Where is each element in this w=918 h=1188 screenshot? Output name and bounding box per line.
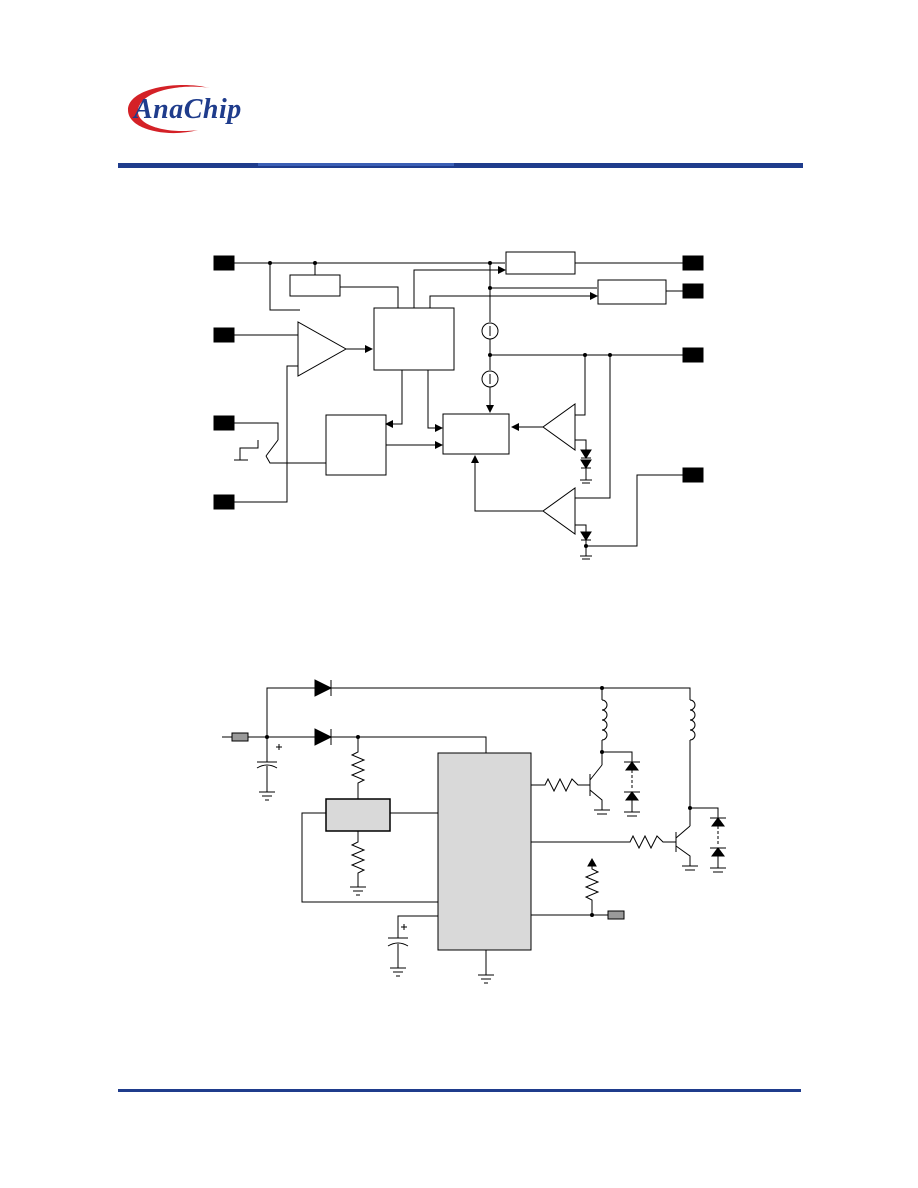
zener-icon [625, 791, 639, 801]
zener-icon [711, 817, 725, 827]
comparator-icon [542, 403, 576, 451]
header-rule [118, 163, 803, 168]
inductor-icon [601, 699, 608, 741]
input-connector-icon [231, 732, 249, 742]
logic-block [442, 413, 510, 455]
block-top-right-1 [505, 251, 576, 275]
diode-icon [580, 449, 592, 459]
comparator-icon [542, 487, 576, 535]
diode-icon [580, 531, 592, 541]
header-rule-notch [258, 163, 454, 166]
zener-icon [711, 847, 725, 857]
inductor-icon [689, 699, 696, 741]
ic-body [437, 752, 532, 951]
block-top-right-2 [597, 279, 667, 305]
control-block [373, 307, 455, 371]
footer-rule [118, 1089, 801, 1092]
diode-icon [314, 679, 333, 697]
diode-icon [314, 728, 333, 746]
output-connector-icon [607, 910, 625, 920]
logo-text: AnaChip [134, 94, 242, 125]
zener-icon [625, 761, 639, 771]
anachip-logo: AnaChip [118, 80, 268, 136]
supply-arrow-icon [587, 857, 597, 867]
regulator-block [325, 798, 391, 832]
diode-icon [580, 459, 592, 469]
amplifier-icon [297, 321, 348, 377]
block-small [289, 274, 341, 297]
